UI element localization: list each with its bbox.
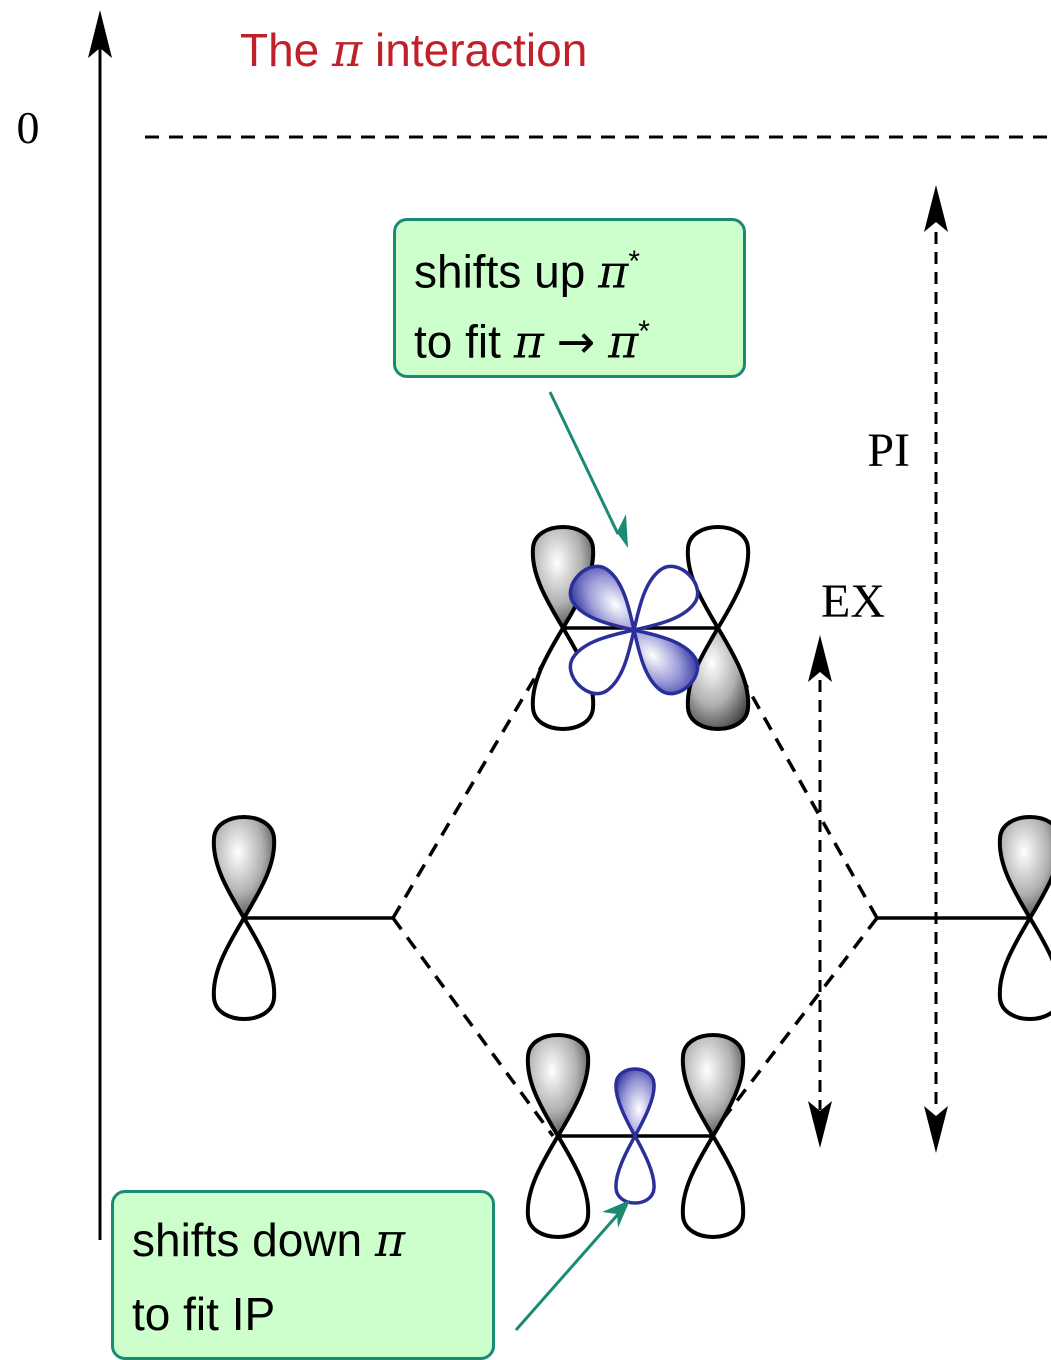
energy-axis-arrowhead <box>88 10 112 58</box>
top-callout: shifts up π* to fit π → π* <box>393 218 746 378</box>
top-callout-pointer <box>548 391 628 548</box>
bottom-callout-pointer <box>514 1200 630 1331</box>
zero-label: 0 <box>17 102 40 153</box>
bottom-callout-line1: shifts down π <box>132 1213 406 1267</box>
pi-highlight-orbital <box>614 1067 656 1205</box>
pi-star-antibonding-orbital <box>530 525 751 731</box>
pi-gap-arrow <box>924 185 948 1153</box>
top-callout-line1: shifts up π* <box>414 244 641 299</box>
ex-gap-label: EX <box>821 575 885 628</box>
pi-gap-label: PI <box>867 424 910 477</box>
bottom-callout: shifts down π to fit IP <box>111 1190 495 1360</box>
right-atomic-p-orbital <box>877 815 1051 1021</box>
bottom-callout-line2: to fit IP <box>132 1288 276 1340</box>
ex-gap-arrow <box>808 635 832 1148</box>
pi-bonding-orbital <box>525 1033 746 1239</box>
left-atomic-p-orbital <box>211 815 393 1021</box>
correlation-lines <box>391 629 879 1138</box>
top-callout-line2: to fit π → π* <box>414 314 650 369</box>
pi-star-highlight-orbital <box>568 564 700 696</box>
diagram-title: The π interaction <box>240 23 587 77</box>
